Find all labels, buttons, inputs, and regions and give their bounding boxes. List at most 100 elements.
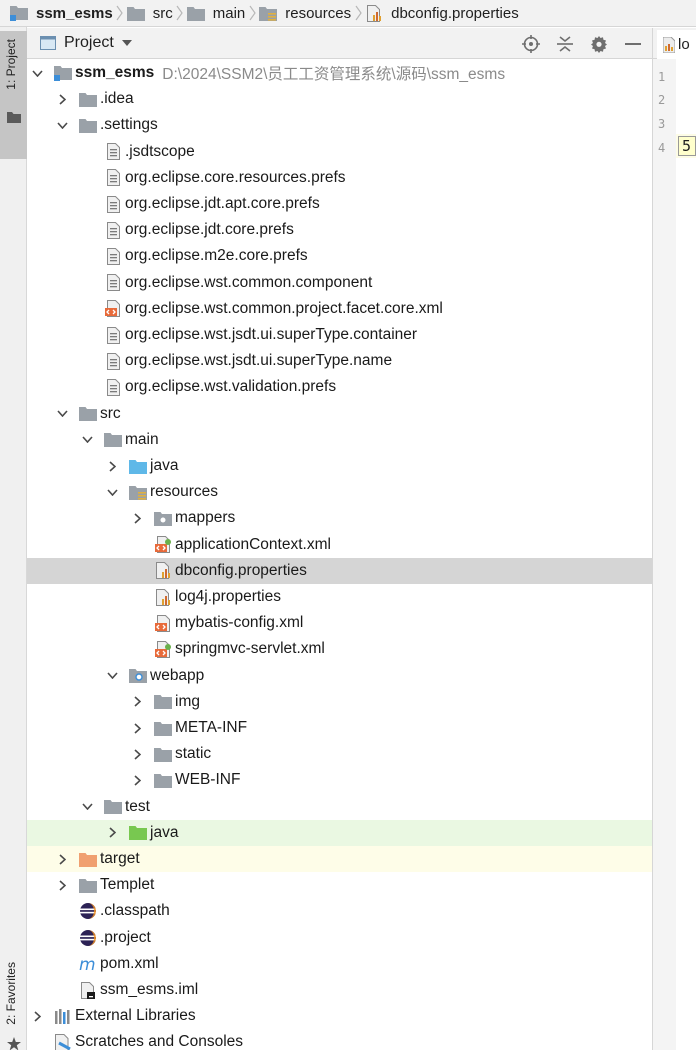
tree-node-label: org.eclipse.wst.validation.prefs: [125, 378, 337, 396]
tree-node[interactable]: webapp: [27, 663, 652, 689]
chevron-right-icon[interactable]: [54, 872, 70, 898]
chevron-down-icon[interactable]: [79, 427, 95, 453]
tree-node[interactable]: org.eclipse.jdt.apt.core.prefs: [27, 191, 652, 217]
chevron-right-icon[interactable]: [29, 1003, 45, 1029]
tree-node-label: .settings: [100, 116, 158, 134]
tree-node[interactable]: External Libraries: [27, 1003, 652, 1029]
tree-node-label: mappers: [175, 509, 236, 527]
tree-node[interactable]: org.eclipse.wst.jsdt.ui.superType.contai…: [27, 322, 652, 348]
tree-node[interactable]: dbconfig.properties: [27, 557, 652, 584]
chevron-right-icon[interactable]: [54, 846, 70, 872]
collapse-all-button[interactable]: [554, 33, 576, 55]
hide-panel-button[interactable]: [622, 33, 644, 55]
tree-indent-spacer: [29, 1029, 45, 1050]
tree-node[interactable]: resources: [27, 479, 652, 505]
tree-indent-spacer: [129, 610, 145, 636]
source-folder-icon: [129, 457, 147, 475]
tree-node[interactable]: main: [27, 427, 652, 453]
chevron-right-icon[interactable]: [129, 715, 145, 741]
tree-node[interactable]: mybatis-config.xml: [27, 610, 652, 636]
tree-node[interactable]: src: [27, 401, 652, 427]
tree-node-label: test: [125, 797, 150, 815]
tree-node[interactable]: org.eclipse.wst.common.component: [27, 270, 652, 296]
breadcrumb-item[interactable]: dbconfig.properties: [365, 0, 519, 26]
tree-node[interactable]: org.eclipse.wst.common.project.facet.cor…: [27, 296, 652, 322]
chevron-down-icon[interactable]: [29, 60, 45, 86]
tree-indent-spacer: [54, 977, 70, 1003]
tree-node[interactable]: springmvc-servlet.xml: [27, 636, 652, 662]
tree-node[interactable]: .idea: [27, 86, 652, 112]
tool-window-tab-favorites[interactable]: 2: Favorites: [4, 962, 18, 1025]
tool-window-tab-project[interactable]: 1: Project: [0, 31, 27, 159]
chevron-down-icon[interactable]: [104, 663, 120, 689]
tree-node[interactable]: Scratches and Consoles: [27, 1029, 652, 1050]
chevron-right-icon[interactable]: [54, 86, 70, 112]
chevron-down-icon: [121, 40, 132, 46]
tree-node[interactable]: ssm_esms.iml: [27, 977, 652, 1003]
folder-icon: [186, 4, 205, 22]
breadcrumb-label: resources: [285, 4, 352, 22]
tree-node[interactable]: org.eclipse.core.resources.prefs: [27, 165, 652, 191]
iml-file-icon: [79, 981, 97, 999]
locate-file-button[interactable]: [520, 33, 542, 55]
tree-node[interactable]: java: [27, 819, 652, 846]
chevron-right-icon[interactable]: [129, 505, 145, 531]
tree-node[interactable]: org.eclipse.m2e.core.prefs: [27, 243, 652, 269]
chevron-down-icon[interactable]: [79, 794, 95, 820]
tree-node[interactable]: test: [27, 794, 652, 820]
folder-icon: [79, 405, 97, 423]
folder-icon: [79, 876, 97, 894]
tree-node-label: org.eclipse.m2e.core.prefs: [125, 247, 308, 265]
editor-text-area[interactable]: [676, 59, 696, 1050]
tree-node[interactable]: .project: [27, 925, 652, 951]
tree-node-label: org.eclipse.wst.common.project.facet.cor…: [125, 299, 443, 317]
tree-node[interactable]: org.eclipse.jdt.core.prefs: [27, 217, 652, 243]
chevron-right-icon[interactable]: [129, 741, 145, 767]
chevron-down-icon[interactable]: [104, 479, 120, 505]
chevron-right-icon[interactable]: [129, 767, 145, 793]
crosshair-icon: [522, 34, 540, 53]
tree-node-label: springmvc-servlet.xml: [175, 640, 325, 658]
breadcrumb-item[interactable]: main: [186, 0, 245, 26]
tree-node[interactable]: log4j.properties: [27, 584, 652, 610]
tree-node[interactable]: org.eclipse.wst.jsdt.ui.superType.name: [27, 348, 652, 374]
tree-indent-spacer: [79, 139, 95, 165]
tree-node[interactable]: WEB-INF: [27, 767, 652, 793]
tree-node-label: .jsdtscope: [125, 142, 195, 160]
editor-code-text: 5: [678, 136, 696, 156]
tree-node[interactable]: mappers: [27, 505, 652, 531]
tree-node-label: mybatis-config.xml: [175, 614, 304, 632]
chevron-right-icon[interactable]: [104, 453, 120, 479]
tree-node-label: org.eclipse.jdt.core.prefs: [125, 221, 294, 239]
folder-icon: [154, 745, 172, 763]
breadcrumb-item[interactable]: ssm_esms: [10, 0, 113, 26]
tree-node[interactable]: org.eclipse.wst.validation.prefs: [27, 374, 652, 400]
project-view-selector[interactable]: Project: [40, 34, 132, 52]
chevron-right-icon[interactable]: [104, 820, 120, 846]
tree-node[interactable]: java: [27, 453, 652, 479]
tree-node[interactable]: .classpath: [27, 898, 652, 924]
tree-node[interactable]: Templet: [27, 872, 652, 898]
breadcrumb-item[interactable]: src: [126, 0, 173, 26]
text-file-icon: [104, 221, 122, 239]
tree-node[interactable]: applicationContext.xml: [27, 532, 652, 558]
tree-node[interactable]: img: [27, 689, 652, 715]
breadcrumb-item[interactable]: resources: [259, 0, 352, 26]
chevron-right-icon[interactable]: [129, 689, 145, 715]
chevron-down-icon[interactable]: [54, 401, 70, 427]
breadcrumb-separator: [351, 0, 365, 26]
chevron-down-icon[interactable]: [54, 112, 70, 138]
tree-node[interactable]: .settings: [27, 112, 652, 138]
tree-node[interactable]: static: [27, 741, 652, 767]
tree-node[interactable]: META-INF: [27, 715, 652, 741]
tree-node[interactable]: .jsdtscope: [27, 139, 652, 165]
tree-node-label: webapp: [150, 666, 205, 684]
tree-node-label: .classpath: [100, 902, 170, 920]
settings-button[interactable]: [588, 33, 610, 55]
editor-tab-log4j[interactable]: lo: [657, 30, 696, 59]
tree-node[interactable]: target: [27, 846, 652, 872]
